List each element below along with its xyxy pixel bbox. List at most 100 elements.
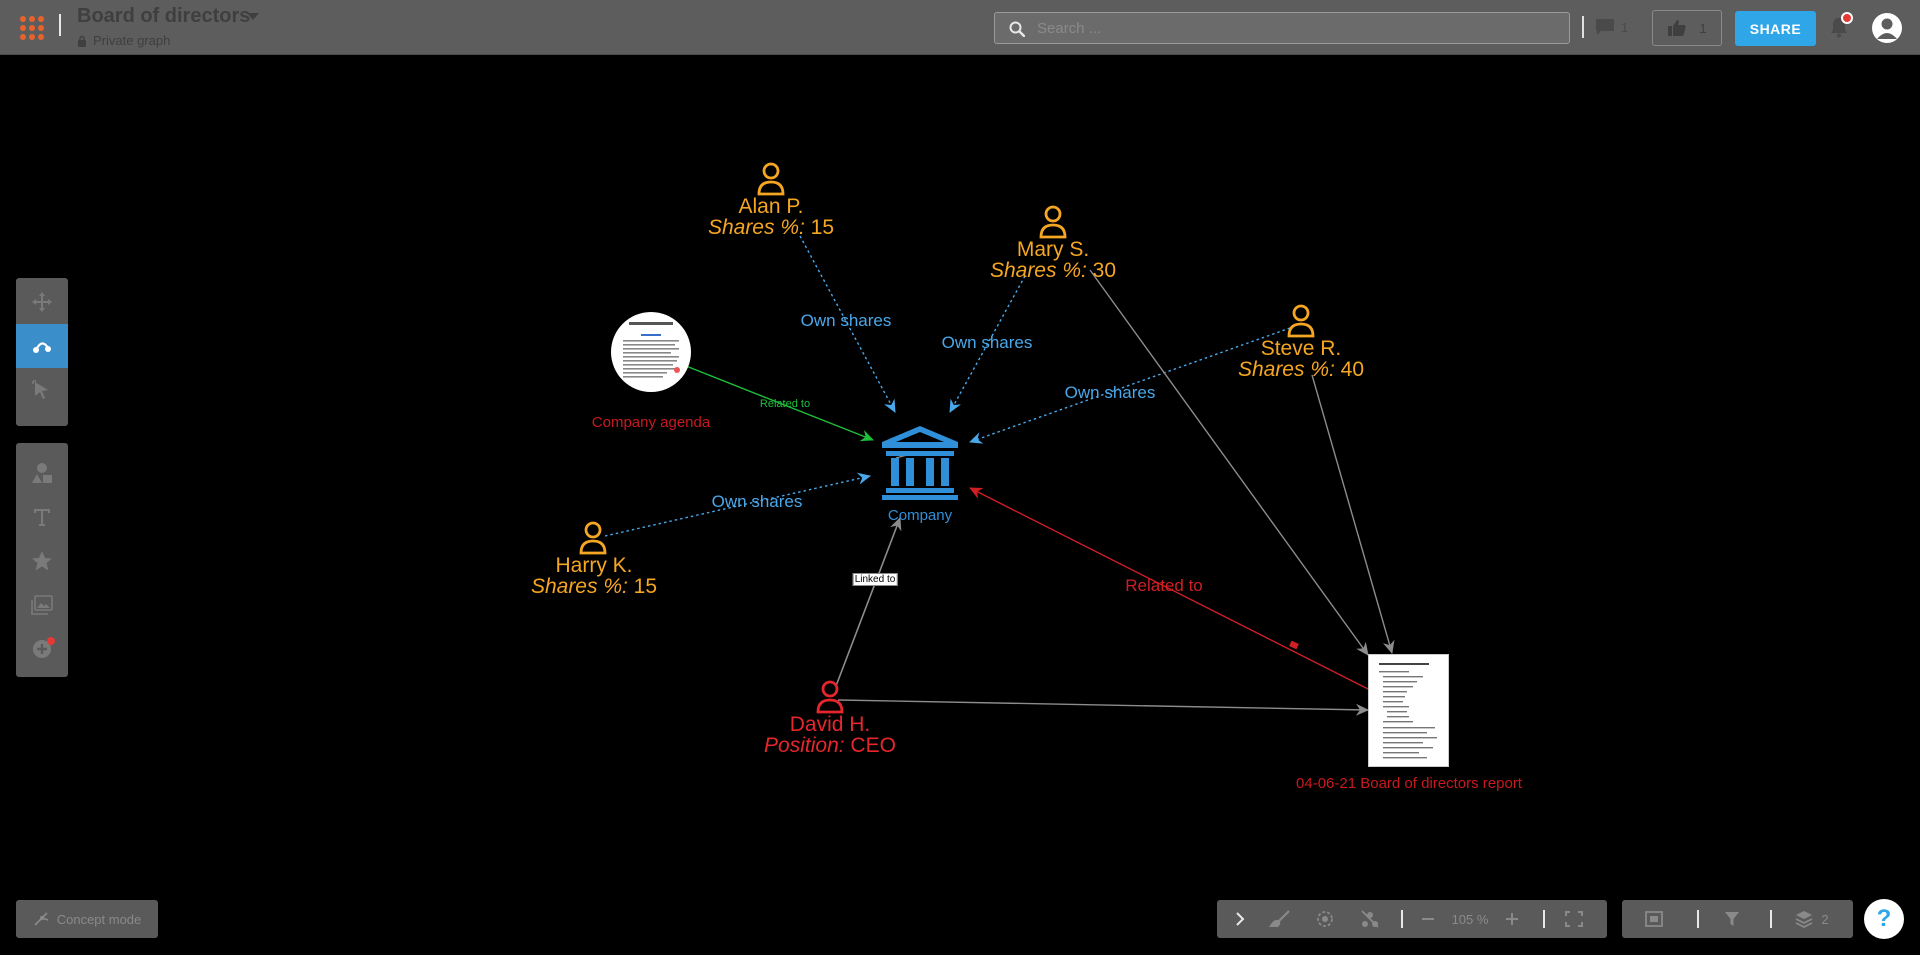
privacy-status: Private graph [77,33,170,48]
edge-alan-company[interactable] [799,235,896,413]
search-icon [1009,21,1025,37]
concept-mode-button[interactable]: Concept mode [16,900,158,938]
likes-count: 1 [1699,20,1707,36]
privacy-label: Private graph [93,33,171,48]
search-input[interactable] [1037,17,1557,39]
edge-label-mary[interactable]: Own shares [941,333,1033,352]
chevron-right-icon [1236,912,1245,926]
comment-icon [1596,19,1614,35]
zoom-in-button[interactable] [1499,900,1525,938]
node-property-value: 30 [1086,259,1117,282]
edge-label-david[interactable]: Linked to [852,573,898,586]
edge-report-company[interactable] [969,487,1371,691]
edge-david-company[interactable] [835,517,902,687]
edge-label-agenda[interactable]: Related to [759,398,811,410]
layers-bar: 2 [1622,900,1853,938]
graph-edges [604,235,1395,716]
edge-label-report[interactable]: Related to [1125,576,1203,595]
node-company-agenda[interactable]: Company agenda [591,414,711,431]
top-bar: Board of directors Private graph 1 1 SHA… [0,0,1920,55]
edge-agenda-company[interactable] [685,365,874,442]
edge-mary-report[interactable] [1089,269,1369,656]
plus-icon [1506,913,1518,925]
expand-panel-button[interactable] [1225,900,1255,938]
edge-label-alan[interactable]: Own shares [800,311,892,330]
zoom-out-button[interactable] [1415,900,1441,938]
node-steve[interactable]: Steve R. Shares %: 40 [1238,338,1364,380]
layers-button[interactable]: 2 [1782,900,1842,938]
edge-steve-report[interactable] [1311,374,1395,654]
move-tool[interactable] [16,280,68,324]
share-button[interactable]: SHARE [1735,11,1816,46]
node-name: Harry K. [555,554,633,577]
hide-nodes-button[interactable] [1354,900,1386,938]
like-button[interactable]: 1 [1652,10,1722,46]
notification-badge [1841,12,1853,24]
node-mary[interactable]: Mary S. Shares %: 30 [990,239,1116,281]
person-icon-mary[interactable] [1038,205,1068,239]
filter-button[interactable] [1714,900,1750,938]
select-tool[interactable] [16,368,68,412]
node-name: Mary S. [1016,238,1090,261]
help-button[interactable]: ? [1864,899,1904,939]
lock-icon [78,35,86,47]
edge-label-steve[interactable]: Own shares [1064,383,1156,402]
focus-button[interactable] [1309,900,1341,938]
fullscreen-icon [1565,911,1583,927]
bank-icon[interactable] [880,422,960,502]
shapes-tool[interactable] [16,451,68,495]
toolbar-divider [1697,910,1699,928]
node-property-value: 40 [1334,358,1365,381]
toolbar-divider [1401,910,1403,928]
plugins-tool[interactable] [16,627,68,671]
frame-icon [1645,911,1663,927]
image-icon [31,595,53,615]
edge-steve-company[interactable] [969,327,1291,444]
node-name: Alan P. [738,195,804,218]
person-icon-david[interactable] [815,680,845,714]
node-company[interactable]: Company [887,507,953,524]
node-david[interactable]: David H. Position: CEO [764,714,896,756]
zoom-level: 105 % [1451,911,1489,927]
edge-harry-company[interactable] [604,472,871,537]
app-logo-icon[interactable] [20,16,44,40]
cursor-icon [32,380,48,399]
user-avatar-icon [1877,18,1897,39]
comments-button[interactable]: 1 [1595,18,1628,36]
graph-canvas[interactable]: Alan P. Shares %: 15 Mary S. Shares %: 3… [0,56,1920,886]
node-board-report[interactable]: 04-06-21 Board of directors report [1296,775,1522,792]
report-document-thumbnail[interactable] [1368,654,1449,767]
link-tool[interactable] [16,324,68,368]
image-tool[interactable] [16,583,68,627]
favorites-tool[interactable] [16,539,68,583]
person-icon-alan[interactable] [756,162,786,196]
node-harry[interactable]: Harry K. Shares %: 15 [531,555,657,597]
person-icon-harry[interactable] [578,521,608,555]
edge-mary-company[interactable] [949,275,1026,413]
comments-count: 1 [1621,19,1629,35]
person-icon-steve[interactable] [1286,304,1316,338]
clean-button[interactable] [1263,900,1295,938]
graph-title[interactable]: Board of directors [77,5,251,27]
toolbar-divider [1543,910,1545,928]
agenda-document-thumbnail[interactable] [611,312,691,392]
plugins-badge [47,637,55,645]
search-box[interactable] [994,12,1570,44]
avatar[interactable] [1872,13,1902,43]
minus-icon [1422,918,1434,920]
chevron-down-icon[interactable] [247,13,259,20]
edge-david-report[interactable] [837,699,1369,716]
shapes-icon [32,463,52,483]
view-controls-bar: 105 % [1217,900,1607,938]
node-alan[interactable]: Alan P. Shares %: 15 [708,196,834,238]
filter-icon [1725,912,1739,926]
text-tool[interactable] [16,495,68,539]
node-property-key: Shares %: [530,575,628,598]
node-property-key: Shares %: [707,216,805,239]
fullscreen-button[interactable] [1557,900,1591,938]
screenshot-button[interactable] [1636,900,1672,938]
move-icon [32,292,52,312]
node-property-value: CEO [844,734,896,757]
edge-label-harry[interactable]: Own shares [711,492,803,511]
header-divider [1582,16,1584,38]
